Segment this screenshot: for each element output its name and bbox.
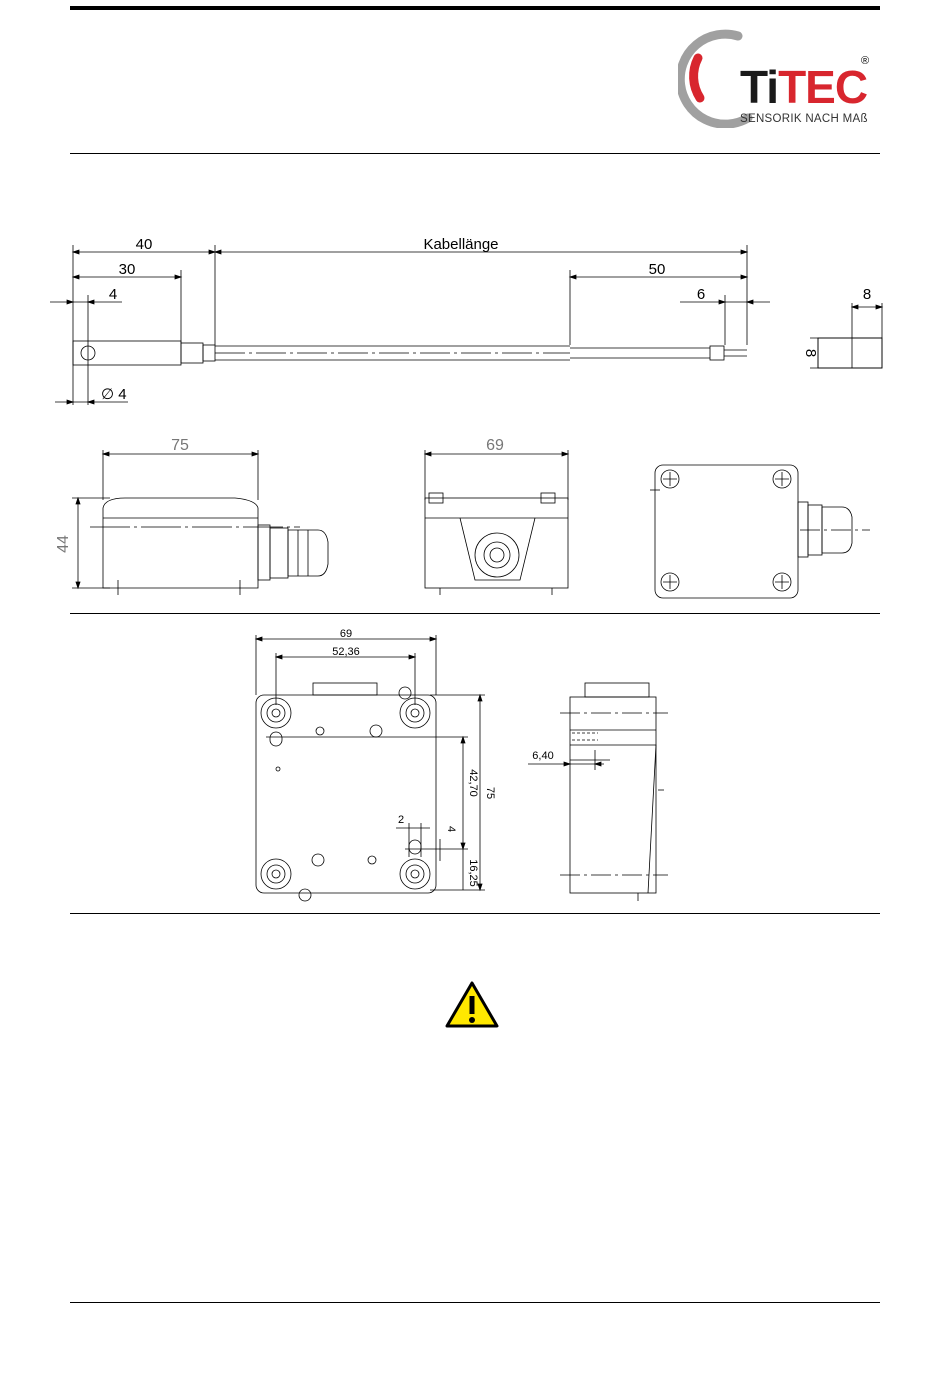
footer-rule [70, 1302, 880, 1303]
dim-75-label: 75 [171, 437, 189, 454]
header-rule [70, 153, 880, 154]
dim-5236-label: 52,36 [332, 646, 360, 658]
dim-50-label: 50 [649, 261, 666, 278]
logo-tagline: SENSORIK NACH MAß [740, 113, 868, 125]
mounting-drawing: 69 52,36 42,70 75 2 4 16,25 6,40 [0, 625, 950, 910]
logo-word-b: TEC [778, 61, 867, 113]
top-rule [70, 6, 880, 10]
dim-640-label: 6,40 [532, 750, 553, 762]
dim-2-label: 2 [398, 814, 404, 826]
dim-diameter-4-label: ∅ 4 [101, 386, 127, 403]
dim-1625-label: 16,25 [467, 859, 479, 887]
dim-cable-length-label: Kabellänge [423, 236, 498, 253]
titec-logo: TiTEC ® SENSORIK NACH MAß [678, 28, 878, 128]
cable-sensor-drawing: 40 Kabellänge 30 50 4 6 ∅ 4 8 8 [0, 225, 950, 415]
housing-views-drawing: 75 44 69 [0, 430, 950, 610]
dim-75-side-label: 75 [484, 787, 496, 799]
warning-triangle-icon [445, 981, 499, 1029]
dim-6-label: 6 [697, 286, 705, 303]
logo-word-a: Ti [740, 61, 778, 113]
dim-4270-label: 42,70 [467, 769, 479, 797]
dim-44-label: 44 [55, 535, 72, 553]
section-rule-2 [70, 913, 880, 914]
dim-8-vertical-label: 8 [802, 349, 819, 357]
dim-69-label: 69 [486, 437, 504, 454]
dim-40-label: 40 [136, 236, 153, 253]
section-rule-1 [70, 613, 880, 614]
logo-registered: ® [861, 55, 869, 67]
dim-4-label: 4 [109, 286, 117, 303]
dim-4-side-label: 4 [445, 826, 457, 832]
dim-30-label: 30 [119, 261, 136, 278]
dim-8-horizontal-label: 8 [863, 286, 871, 303]
dim-69-top-label: 69 [340, 628, 352, 640]
